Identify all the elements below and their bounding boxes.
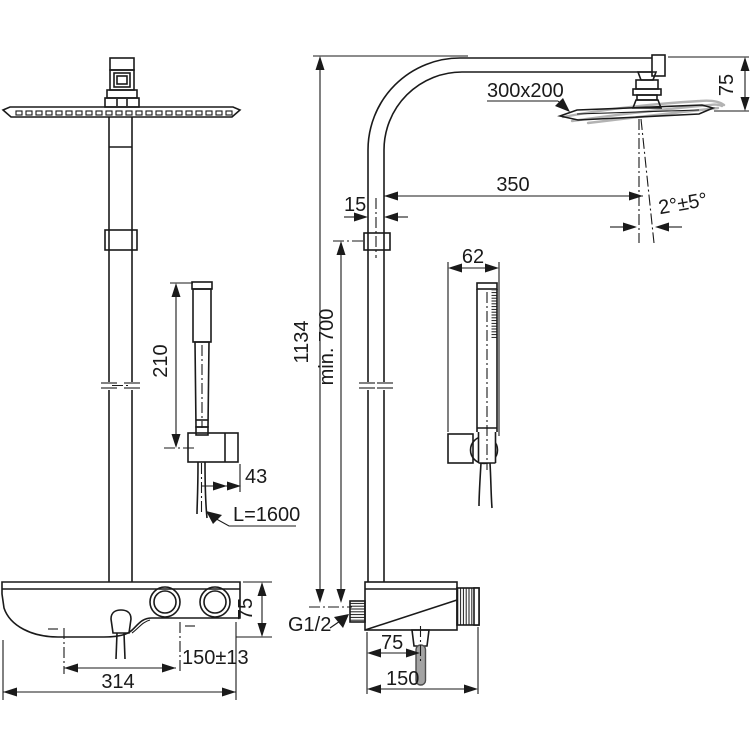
dim-text-75-front: 75 bbox=[235, 598, 257, 620]
head-plate-side bbox=[557, 104, 716, 121]
dim-hand-shower-length: 210 bbox=[150, 282, 196, 449]
rain-shower-head-side bbox=[557, 71, 726, 125]
rain-shower-plate-front bbox=[1, 106, 242, 118]
dim-mixer-depth: 150 bbox=[367, 627, 479, 694]
mixer-side bbox=[349, 581, 480, 686]
label-text-hose: L=1600 bbox=[233, 504, 300, 526]
dim-text-314: 314 bbox=[101, 671, 134, 693]
dim-text-15: 15 bbox=[344, 194, 366, 216]
label-inlet-thread: G1/2 bbox=[288, 614, 349, 636]
dim-text-75-head: 75 bbox=[716, 74, 738, 96]
label-hose-length: L=1600 bbox=[206, 504, 300, 527]
dim-text-350: 350 bbox=[496, 174, 529, 196]
dim-mixer-width: 314 bbox=[2, 622, 237, 700]
arm-end-cap bbox=[651, 54, 666, 77]
dim-holder-offset: 43 bbox=[202, 464, 267, 492]
front-view: 210 43 L=1600 75 bbox=[1, 57, 300, 700]
side-view: 1134 min. 700 bbox=[288, 54, 750, 694]
mixer-front bbox=[1, 581, 241, 674]
pipe-break-symbol bbox=[101, 382, 140, 389]
riser-pipe-side bbox=[358, 54, 666, 582]
dim-text-150: 150 bbox=[386, 668, 419, 690]
water-inlet-fitting bbox=[349, 600, 366, 623]
outlet-spout-front bbox=[110, 609, 132, 634]
spray-angle-annotation: 2°±5° bbox=[610, 118, 709, 244]
dim-min-mounting-height: min. 700 bbox=[309, 240, 366, 608]
dim-pipe-size: 15 bbox=[344, 194, 408, 222]
hand-shower-side: 62 bbox=[447, 246, 500, 509]
nozzle-row bbox=[15, 110, 233, 116]
shower-hose-front bbox=[196, 461, 208, 519]
holder-bracket-side bbox=[447, 433, 474, 464]
dim-riser-height: 1134 bbox=[291, 55, 468, 603]
dim-text-75-side: 75 bbox=[381, 632, 403, 654]
hand-shower-front bbox=[191, 281, 213, 428]
label-text-300x200: 300x200 bbox=[487, 80, 564, 102]
overhead-arm-front bbox=[104, 57, 140, 108]
dim-text-angle: 2°±5° bbox=[657, 189, 709, 219]
dim-text-210: 210 bbox=[150, 344, 172, 377]
dim-head-clearance: 75 bbox=[668, 56, 750, 112]
dim-text-150pm13: 150±13 bbox=[182, 647, 249, 669]
dim-spout-offset: 75 bbox=[366, 632, 420, 694]
dim-text-62: 62 bbox=[462, 246, 484, 268]
dim-text-1134: 1134 bbox=[291, 320, 313, 363]
hose-outlet-side bbox=[411, 629, 430, 647]
dim-head-reach: 350 bbox=[384, 174, 643, 201]
dim-text-43: 43 bbox=[245, 466, 267, 488]
hand-shower-holder-front bbox=[187, 426, 239, 463]
dim-text-min700: min. 700 bbox=[316, 309, 338, 386]
label-head-plate-size: 300x200 bbox=[487, 80, 570, 112]
pipe-break-symbol-side bbox=[359, 382, 393, 389]
pipe-connector bbox=[363, 232, 391, 251]
riser-pipe-front bbox=[99, 117, 143, 582]
label-text-g12: G1/2 bbox=[288, 614, 331, 636]
dim-mixer-height: 75 bbox=[235, 581, 272, 638]
dim-connection-spacing: 150±13 bbox=[64, 647, 249, 673]
